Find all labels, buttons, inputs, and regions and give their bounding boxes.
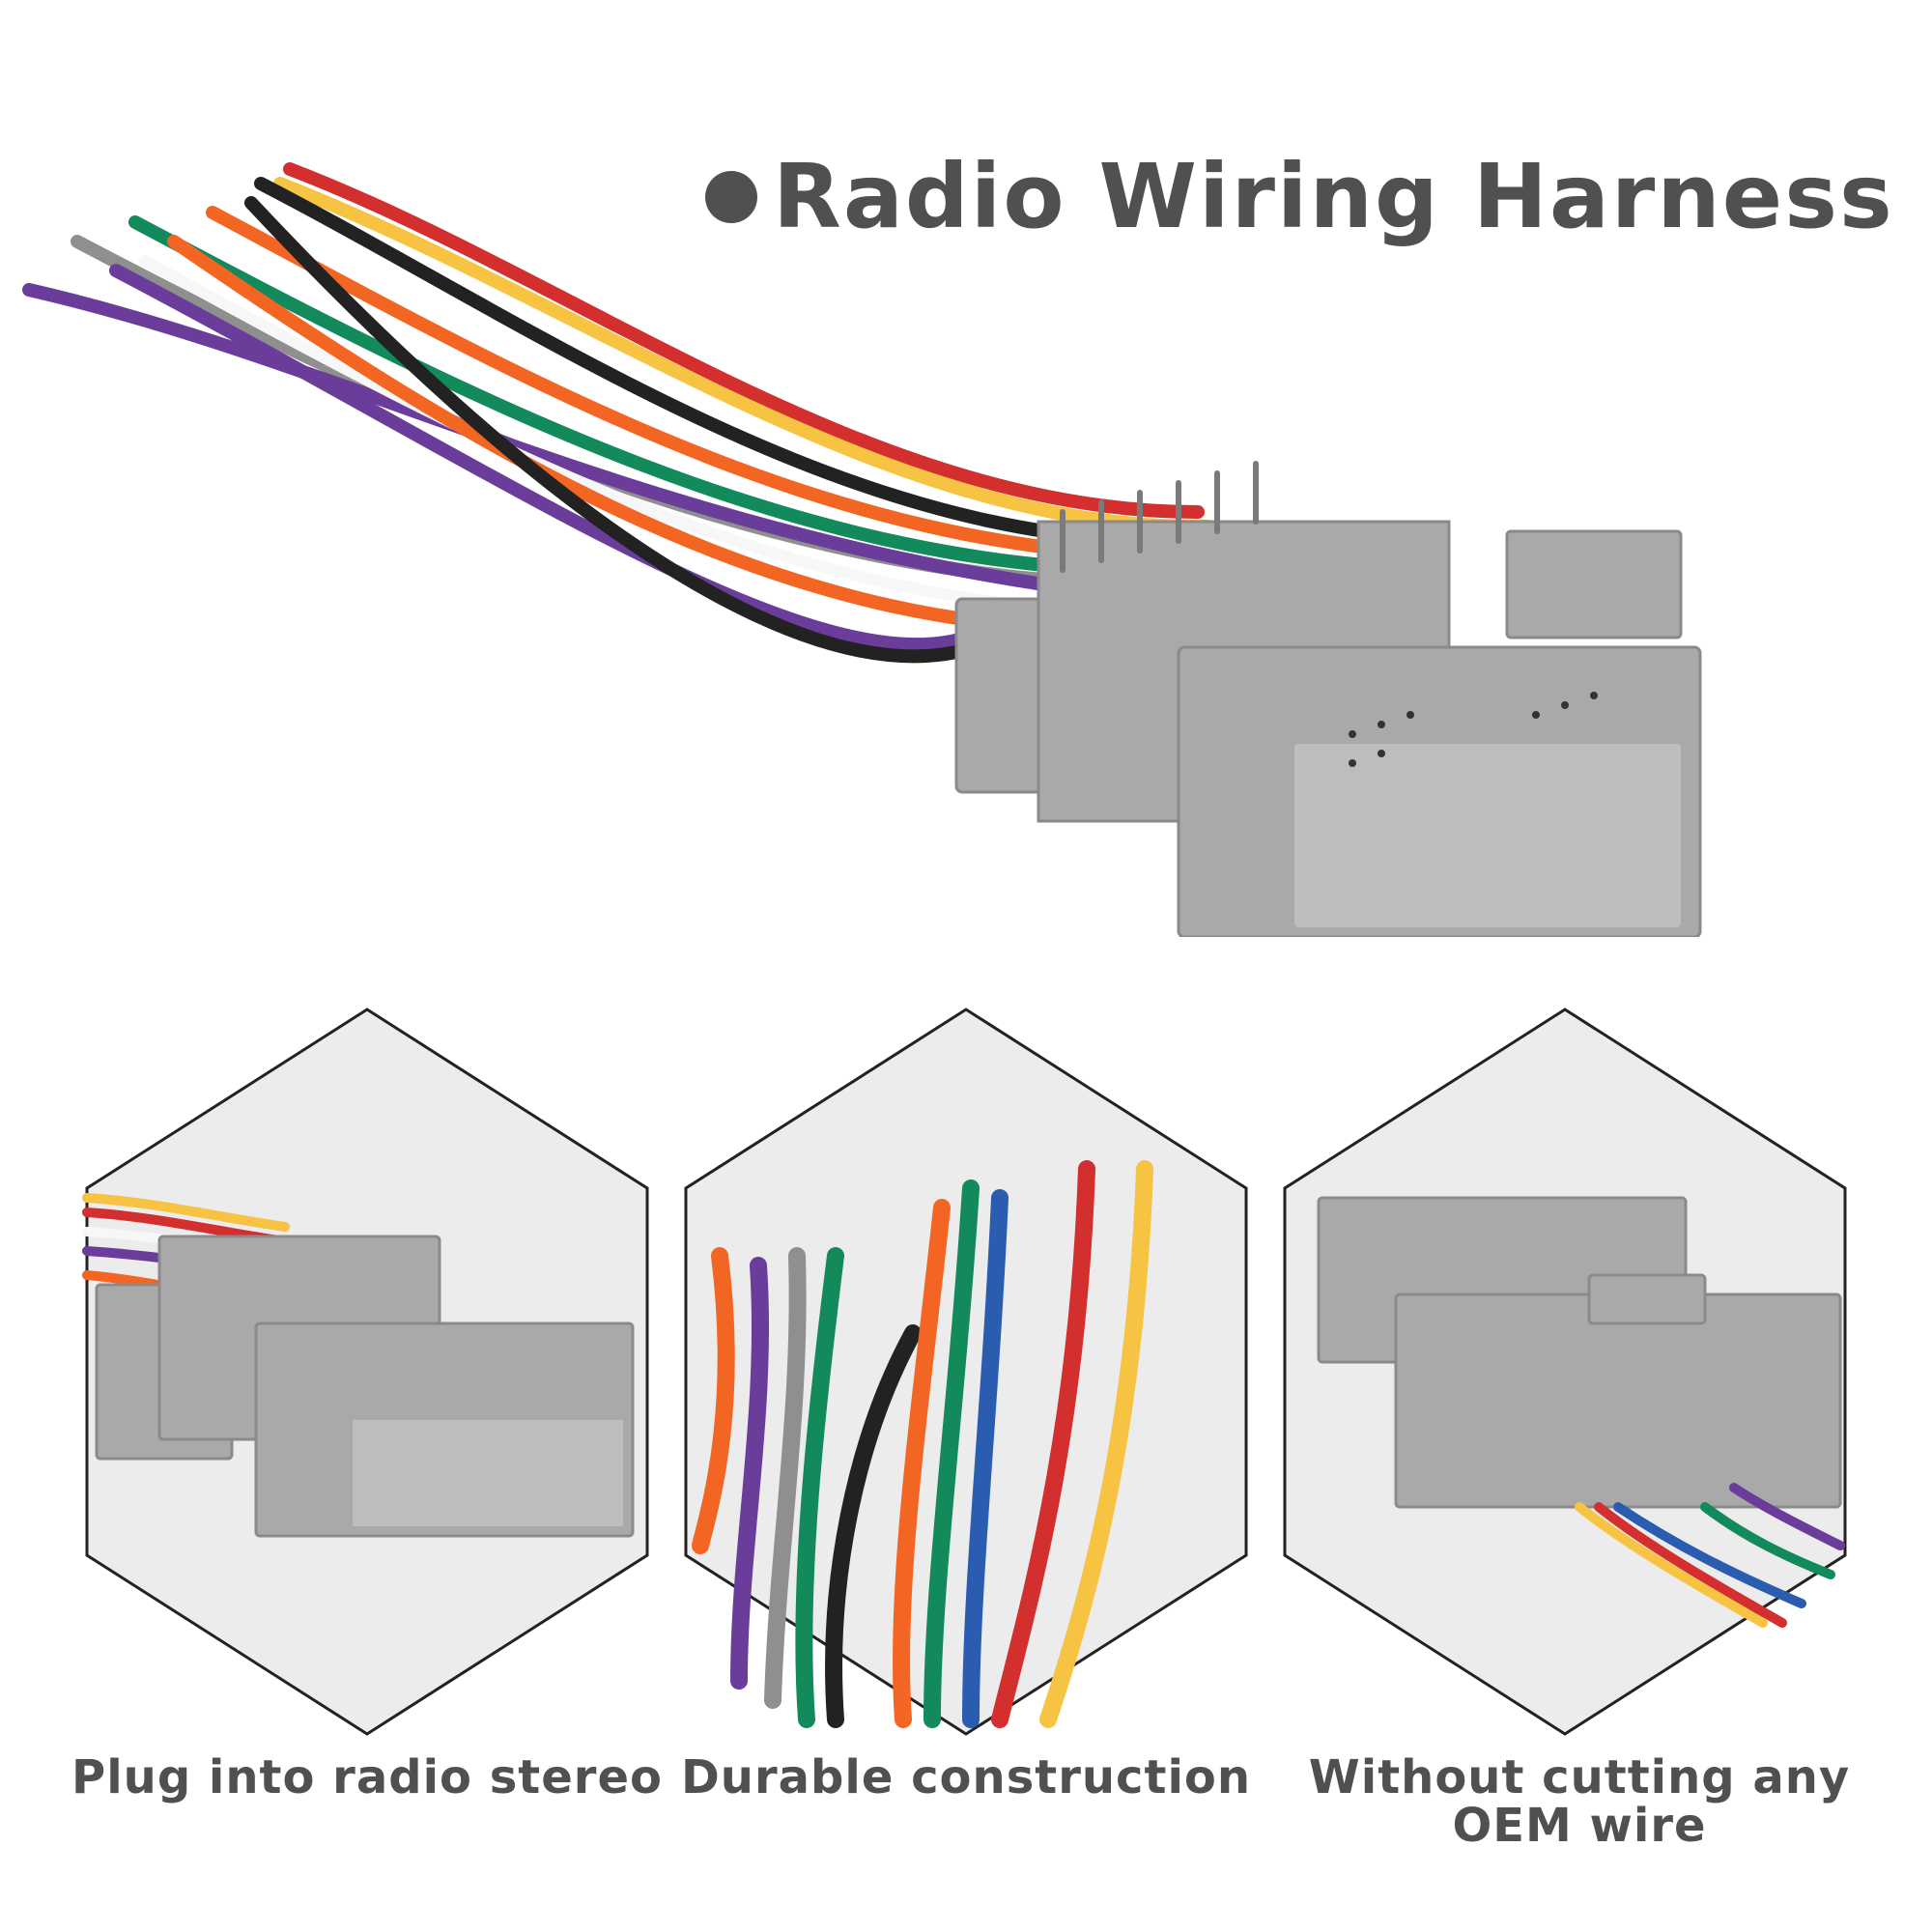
feature-hex-wires xyxy=(681,1005,1251,1739)
bullet-dot-icon xyxy=(705,170,757,223)
page-title: Radio Wiring Harness xyxy=(705,145,1894,248)
feature-caption-no-cutting: Without cutting any OEM wire xyxy=(1308,1750,1851,1854)
feature-caption-durable: Durable construction xyxy=(680,1750,1252,1804)
feature-hex-plug xyxy=(82,1005,652,1739)
title-text: Radio Wiring Harness xyxy=(773,145,1894,248)
feature-caption-plug: Plug into radio stereo xyxy=(71,1750,663,1804)
feature-hex-no-cutting xyxy=(1280,1005,1850,1739)
product-image-harness xyxy=(0,145,1739,939)
